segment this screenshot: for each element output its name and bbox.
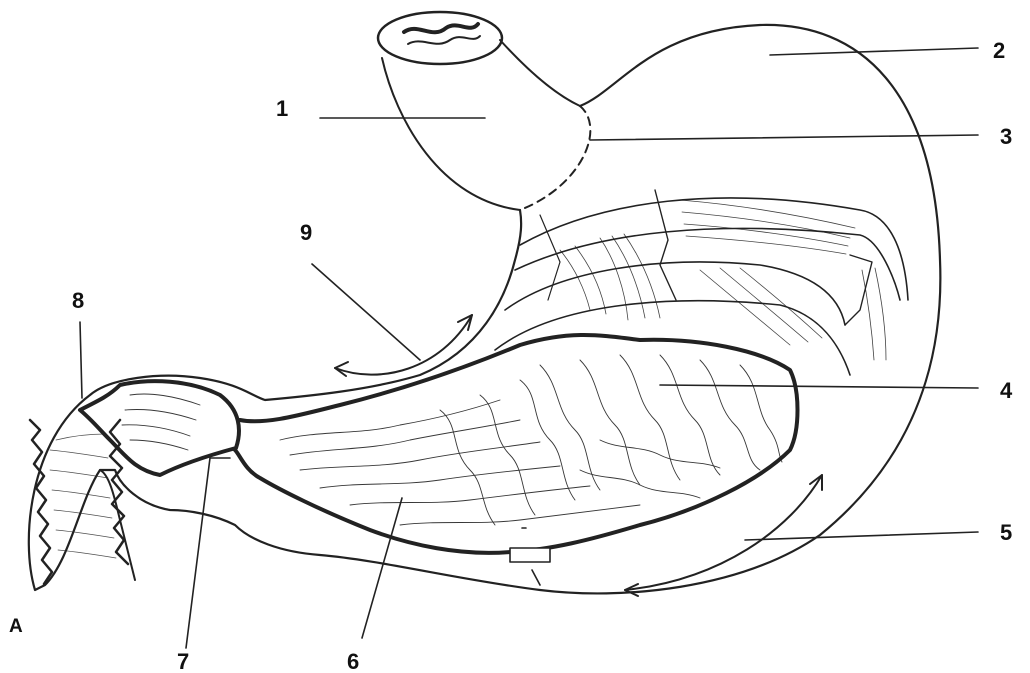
label-6: 6	[347, 651, 359, 673]
esophagus	[378, 12, 590, 210]
label-3: 3	[1000, 126, 1012, 148]
leader-line-2	[770, 48, 978, 55]
leader-line-4	[660, 385, 978, 388]
muscle-layers	[495, 190, 908, 375]
label-5: 5	[1000, 522, 1012, 544]
leader-line-9	[312, 264, 420, 360]
leader-line-7	[186, 458, 230, 648]
panel-letter: A	[9, 617, 23, 636]
leader-line-8	[80, 322, 82, 398]
rugae-folds	[122, 355, 782, 525]
leader-line-5	[745, 532, 978, 540]
label-2: 2	[993, 40, 1005, 62]
label-4: 4	[1000, 380, 1012, 402]
label-7: 7	[177, 651, 189, 673]
leader-line-6	[362, 498, 402, 638]
label-9: 9	[300, 222, 312, 244]
label-8: 8	[72, 290, 84, 312]
wall-marker	[510, 528, 550, 585]
duodenum	[30, 420, 135, 584]
cardia-dashed-line	[520, 106, 590, 210]
stomach-outer-wall	[29, 25, 941, 594]
label-1: 1	[276, 98, 288, 120]
